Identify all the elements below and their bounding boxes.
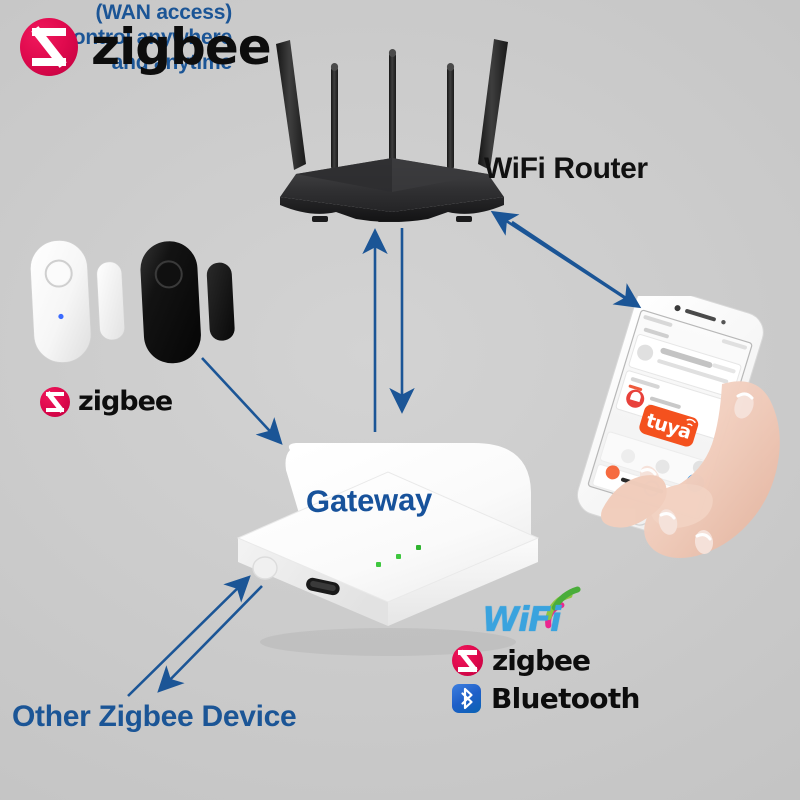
zigbee-wordmark: zigbee — [91, 18, 272, 76]
sensor-black — [140, 241, 235, 364]
bluetooth-logo: Bluetooth — [452, 682, 640, 715]
zigbee-wordmark: zigbee — [78, 386, 173, 417]
door-sensor-graphic — [30, 240, 235, 364]
other-zigbee-device-label: Other Zigbee Device — [12, 700, 297, 733]
wan-line-3: and anytime — [111, 51, 233, 74]
bluetooth-icon — [452, 684, 481, 713]
wifi-router-device — [268, 22, 516, 226]
gateway-reset-button — [252, 556, 278, 580]
smartphone-in-hand: tuya — [572, 285, 800, 566]
gateway-status-leds — [376, 545, 421, 567]
router-graphic — [276, 39, 508, 226]
hand — [601, 381, 780, 558]
wan-line-2: control anywhere — [61, 26, 232, 49]
bluetooth-wordmark: Bluetooth — [491, 682, 640, 715]
wifi-router-label: WiFi Router — [484, 152, 648, 185]
zigbee-logo-header: zigbee — [20, 18, 272, 76]
zigbee-z-icon — [452, 645, 483, 676]
wifi-signal-arcs — [545, 586, 581, 629]
zigbee-door-sensors — [10, 228, 280, 378]
phone-graphic: tuya — [576, 285, 780, 558]
router-antennas — [276, 39, 508, 170]
wifi-wordmark: WiFi — [482, 600, 562, 640]
gateway-label: Gateway — [305, 481, 433, 520]
sensor-white — [30, 240, 125, 363]
zigbee-wordmark: zigbee — [492, 644, 591, 677]
zigbee-z-icon — [40, 386, 70, 417]
zigbee-logo-protocol: zigbee — [452, 644, 591, 677]
zigbee-z-icon — [20, 18, 78, 76]
wifi-logo: WiFi — [482, 586, 592, 642]
wan-line-1: (WAN access) — [95, 1, 233, 24]
zigbee-logo-sensors: zigbee — [40, 386, 173, 417]
gateway-device — [228, 430, 548, 660]
gateway-graphic — [236, 443, 540, 656]
tuya-logo: tuya — [639, 404, 699, 447]
wan-access-caption: (WAN access) control anywhere and anytim… — [0, 0, 232, 75]
router-body — [280, 158, 504, 226]
bluetooth-rune — [461, 687, 473, 710]
